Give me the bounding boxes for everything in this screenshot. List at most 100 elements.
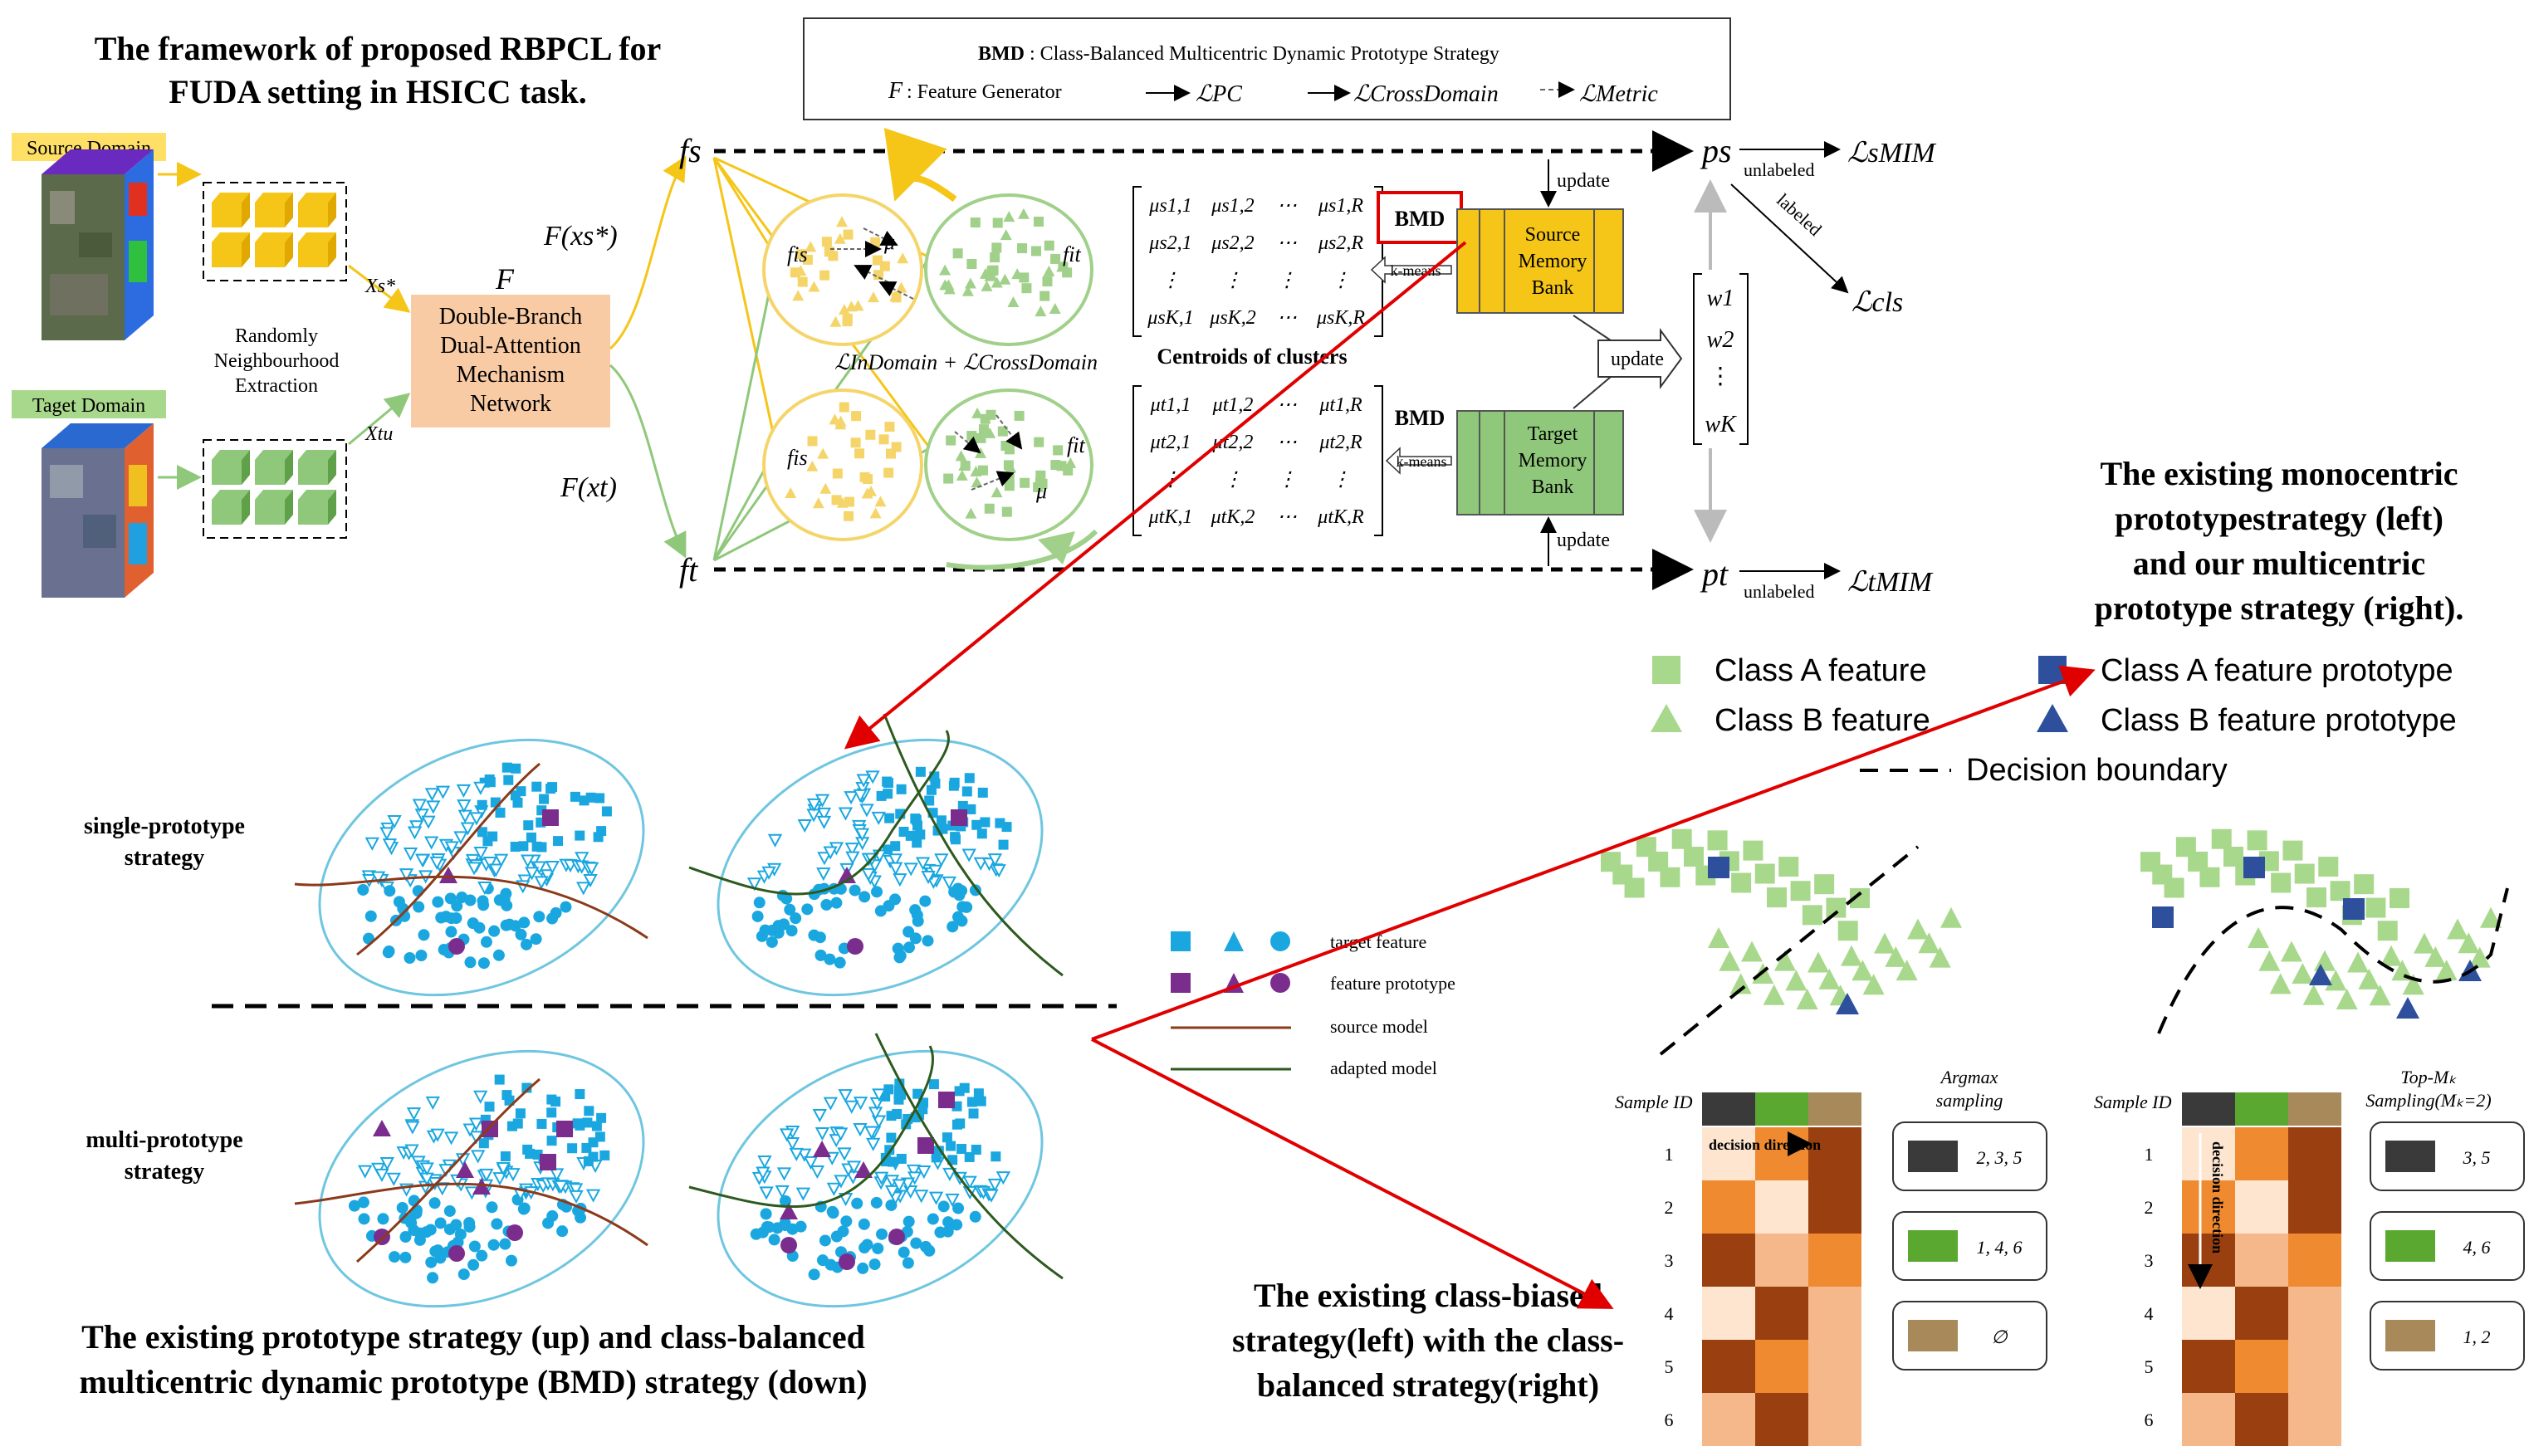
proto-feature-triangle: [826, 1182, 842, 1196]
cluster-square: [1050, 253, 1061, 264]
patch-cube-side: [242, 450, 250, 485]
proto-feature-triangle: [568, 1183, 584, 1197]
proto-feature-circle: [751, 910, 764, 922]
proto-feature-circle: [912, 915, 924, 927]
feature-square: [1837, 921, 1858, 941]
proto-feature-circle: [858, 891, 871, 903]
heat-cell: [2182, 1234, 2235, 1287]
cluster-square: [832, 468, 843, 479]
feature-triangle: [1940, 906, 1962, 928]
framework-title-line1: The framework of proposed RBPCL for: [95, 30, 662, 67]
proto-feature-triangle: [756, 1166, 770, 1180]
matrix-cell: ⋮: [1161, 270, 1181, 291]
proto-feature-triangle: [823, 1097, 839, 1111]
feature-square: [1790, 881, 1811, 901]
proto-feature-circle: [444, 892, 457, 905]
proto-feature-triangle: [872, 1088, 887, 1102]
kmeans-arrow-top: [1370, 256, 1452, 284]
proto-feature-square: [478, 1138, 489, 1149]
proto-feature-circle: [801, 903, 814, 916]
patch-cube-top: [212, 193, 250, 203]
proto-feature-triangle: [473, 847, 488, 861]
cluster-triangle: [943, 283, 956, 295]
proto-feature-square: [977, 787, 988, 798]
heat-cell: [1755, 1393, 1808, 1446]
proto-feature-square: [501, 762, 512, 773]
cluster-triangle: [895, 281, 907, 293]
kmeans-arrow-bot: [1385, 447, 1452, 475]
proto-feature-triangle: [893, 873, 907, 887]
fit-top-label: fit: [1063, 242, 1081, 266]
proto-boundary-curve: [883, 713, 1064, 977]
proto-feature-circle: [893, 951, 906, 964]
proto-feature-square: [526, 832, 536, 843]
proto-feature-circle: [358, 1213, 370, 1225]
proto-feature-triangle: [473, 781, 488, 795]
proto-feature-triangle: [844, 1100, 859, 1114]
heat-cell: [1755, 1340, 1808, 1393]
cluster-square: [1014, 410, 1025, 421]
proto-feature-square: [910, 814, 921, 824]
proto-feature-square: [957, 800, 968, 811]
class-b-proto-label: Class B feature prototype: [2101, 703, 2457, 738]
heat-cell: [2235, 1234, 2288, 1287]
multi-decision-curve: [2157, 887, 2509, 1034]
f-xs-label: F(xs*): [543, 221, 618, 252]
class-b-feature-label: Class B feature: [1715, 703, 1930, 738]
patch-cube-side: [328, 450, 336, 485]
proto-feature-triangle: [962, 1175, 977, 1190]
proto-feature-circle: [937, 1200, 950, 1213]
proto-feature-square: [966, 804, 976, 814]
proto-feature-square: [931, 1152, 942, 1163]
update-mid-label: update: [1611, 349, 1664, 370]
row-id: 4: [1665, 1303, 1674, 1324]
proto-feature-triangle: [457, 809, 472, 823]
cluster-square: [1020, 477, 1030, 488]
feature-square: [1778, 857, 1799, 877]
proto-feature-square: [924, 795, 935, 806]
l-mim-s-label: ℒsMIM: [1847, 138, 1936, 169]
proto-feature-circle: [404, 952, 416, 965]
weight-bracket-right: [1739, 273, 1749, 445]
proto-feature-triangle: [414, 809, 429, 823]
proto-feature-square: [591, 1121, 602, 1131]
proto-feature-square: [956, 1144, 967, 1155]
proto-feature-triangle: [903, 862, 918, 877]
proto-feature-triangle: [834, 1175, 849, 1189]
proto-feature-square: [567, 1143, 578, 1154]
cluster-triangle: [808, 281, 820, 292]
feature-square: [2294, 863, 2315, 884]
proto-feature-square: [511, 763, 521, 774]
cluster-square: [992, 217, 1003, 228]
proto-feature-circle: [438, 944, 450, 956]
proto-feature-circle: [410, 1207, 423, 1219]
cluster-square: [984, 503, 995, 514]
matrix-cell: ⋮: [1277, 270, 1297, 291]
proto-feature-circle: [819, 1234, 831, 1247]
proto-feature-circle: [467, 917, 479, 930]
proto-feature-circle: [530, 933, 542, 945]
proto-feature-square: [525, 1148, 536, 1159]
proto-feature-triangle: [379, 1157, 394, 1171]
proto-feature-circle: [753, 897, 766, 909]
patch-cube-front: [255, 500, 285, 525]
proto-feature-square: [596, 1112, 607, 1123]
proto-boundary-curve: [688, 1045, 935, 1209]
proto-feature-square: [546, 1136, 557, 1146]
proto-feature-triangle: [444, 841, 459, 855]
feature-triangle: [1807, 951, 1829, 973]
cluster-triangle: [1064, 457, 1077, 468]
network-f-label: F: [495, 262, 515, 296]
proto-feature-circle: [883, 900, 895, 912]
proto-feature-triangle: [415, 853, 430, 867]
pt-unlabeled-label: unlabeled: [1744, 581, 1815, 602]
metric-arrow: [995, 414, 1023, 450]
network-to-fs-curve: [609, 155, 687, 350]
proto-feature-circle: [952, 911, 965, 923]
feature-triangle: [2480, 906, 2502, 928]
proto-feature-circle: [785, 925, 798, 937]
bmd-box-bot: BMD: [1395, 406, 1445, 430]
cluster-triangle: [868, 291, 880, 303]
legend-f-label: F: [888, 78, 903, 104]
heat-cell: [2182, 1340, 2235, 1393]
